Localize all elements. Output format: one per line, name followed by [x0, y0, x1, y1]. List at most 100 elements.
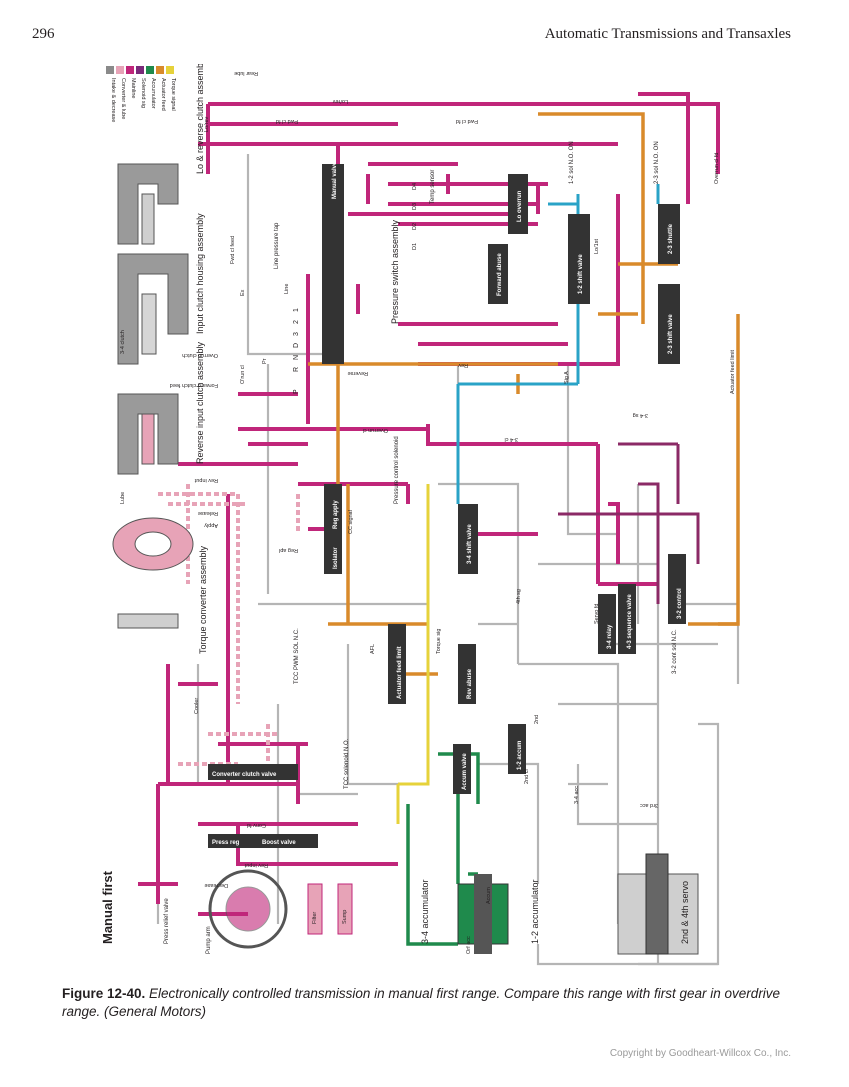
valve-label: Press reg	[212, 840, 240, 846]
legend-label: Mainline	[130, 78, 136, 98]
valve-label: Forward abuse	[497, 253, 503, 296]
assembly-label: Lo & reverse clutch assembly	[195, 64, 205, 174]
line-label: Decrease	[204, 882, 228, 888]
selector-position: R	[293, 367, 300, 372]
line-label: Accum	[486, 887, 492, 904]
caption-text: Electronically controlled transmission i…	[62, 986, 781, 1019]
valve-label: 3-4 relay	[607, 624, 613, 649]
assembly-label: 1-2 accumulator	[530, 879, 540, 944]
page-number: 296	[32, 26, 55, 42]
line-label: 3rd acc	[640, 802, 658, 808]
servo-2nd-4th	[617, 853, 699, 955]
input-clutch-housing	[117, 253, 189, 365]
lo-reverse-clutch	[117, 163, 179, 245]
line-label: Reverse	[348, 370, 368, 376]
line-label: 3-4 sg	[633, 412, 648, 418]
copyright-notice: Copyright by Goodheart-Willcox Co., Inc.	[609, 1048, 791, 1059]
assembly-label: Input clutch housing assembly	[195, 213, 205, 334]
valve-label: 3-4 shift valve	[467, 524, 473, 564]
line-label: 3-4 clutch	[120, 330, 126, 354]
line-label: Overrun cl	[363, 427, 388, 433]
line-label: Lo/1st	[594, 239, 600, 254]
line-label: D2	[412, 223, 418, 230]
line-label: Torque sig	[436, 629, 442, 654]
valve-label: Lo overrun	[517, 190, 523, 222]
assembly-label: Pressure switch assembly	[390, 219, 400, 324]
line-label: Overrun clutch	[182, 352, 218, 358]
line-label: Conv fd	[247, 822, 266, 828]
line-label: 2nd	[534, 715, 540, 724]
selector-position: 3	[293, 332, 300, 336]
legend-label: Intake & decrease	[110, 78, 116, 122]
component-label: Temp sensor	[430, 170, 436, 204]
line-label: Sig A	[564, 371, 570, 384]
valve-label: 2-3 shift valve	[668, 314, 674, 354]
selector-position: P	[293, 389, 300, 394]
component-label: 2-3 sol N.O. ON	[654, 141, 660, 184]
line-label: Pr	[262, 358, 268, 364]
line-label: AFL	[370, 644, 376, 654]
torque-converter	[112, 517, 194, 629]
accumulator-12	[457, 874, 509, 954]
mode-title: Manual first	[100, 870, 115, 944]
torque-signal-lines	[396, 484, 430, 824]
line-label: Apply	[204, 522, 218, 528]
line-label: 3-4 acc	[574, 786, 580, 804]
line-label: 3-4 cl	[505, 436, 518, 442]
line-label: D1	[412, 243, 418, 250]
pump	[208, 869, 353, 949]
reverse-input-clutch	[117, 393, 179, 475]
line-label: Fwd cl fd	[456, 118, 478, 124]
line-label: Release	[198, 510, 218, 516]
line-label: Servo fd	[594, 604, 600, 624]
valve-label: Converter clutch valve	[212, 772, 277, 778]
valve-label: Manual valve	[332, 161, 338, 199]
selector-position: N	[293, 355, 300, 360]
overrun-lines	[558, 442, 700, 604]
valve-label: Isolator	[333, 547, 339, 569]
line-label: O'run cl	[240, 365, 246, 384]
line-label: D3	[412, 203, 418, 210]
line-label: Fwd cl feed	[230, 236, 236, 264]
component-label: Press relief valve	[164, 898, 170, 944]
line-label: Sump	[342, 910, 348, 924]
valve-label: Reg apply	[333, 500, 339, 529]
legend-label: Converter & lube	[120, 78, 126, 119]
selector-position: 1	[293, 308, 300, 312]
line-label: Forward clutch feed	[170, 382, 218, 388]
valve-label: 1-2 accum	[517, 741, 523, 770]
legend-label: Accumulator	[150, 78, 156, 109]
line-label: Orf acc	[466, 936, 472, 954]
line-label: Line	[284, 284, 290, 294]
line-label: CC signal	[348, 510, 354, 534]
line-label: Lo/rev	[204, 116, 210, 132]
line-label: Rev	[458, 362, 468, 368]
component-label: TCC solenoid N.O.	[344, 738, 350, 789]
valve-bodies	[208, 164, 686, 848]
assembly-label: Reverse input clutch assembly	[195, 341, 205, 464]
valve-label: Rev abuse	[467, 668, 473, 699]
legend	[106, 66, 174, 74]
selector-position: D	[293, 343, 300, 348]
component-label: 3-2 cont sol N.C.	[672, 629, 678, 674]
valve-label: Boost valve	[262, 840, 296, 846]
legend-label: Torque signal	[170, 78, 176, 111]
line-label: Fwd cl fd	[276, 118, 298, 124]
valve-label: 4-3 sequence valve	[627, 594, 633, 649]
valve-label: Actuator feed limit	[397, 646, 403, 699]
running-title: Automatic Transmissions and Transaxles	[544, 26, 791, 42]
line-label: Cooler	[194, 698, 200, 714]
component-label: 1-2 sol N.O. ON	[569, 141, 575, 184]
figure-caption: Figure 12-40. Electronically controlled …	[62, 985, 797, 1021]
assembly-label: 2nd & 4th servo	[680, 881, 690, 944]
actuator-feed-lines	[308, 112, 740, 676]
component-label: Line pressure tap	[274, 222, 280, 269]
valve-label: 1-2 shift valve	[578, 254, 584, 294]
line-label: Rear lube	[234, 70, 258, 76]
valve-label: 2-3 shuttle	[668, 223, 674, 254]
valve-label: Accum valve	[462, 753, 468, 790]
component-label: TCC PWM SOL N.C.	[294, 628, 300, 684]
selector-position: 2	[293, 320, 300, 324]
line-label: Filter	[312, 912, 318, 924]
assembly-label: Torque converter assembly	[198, 545, 208, 654]
